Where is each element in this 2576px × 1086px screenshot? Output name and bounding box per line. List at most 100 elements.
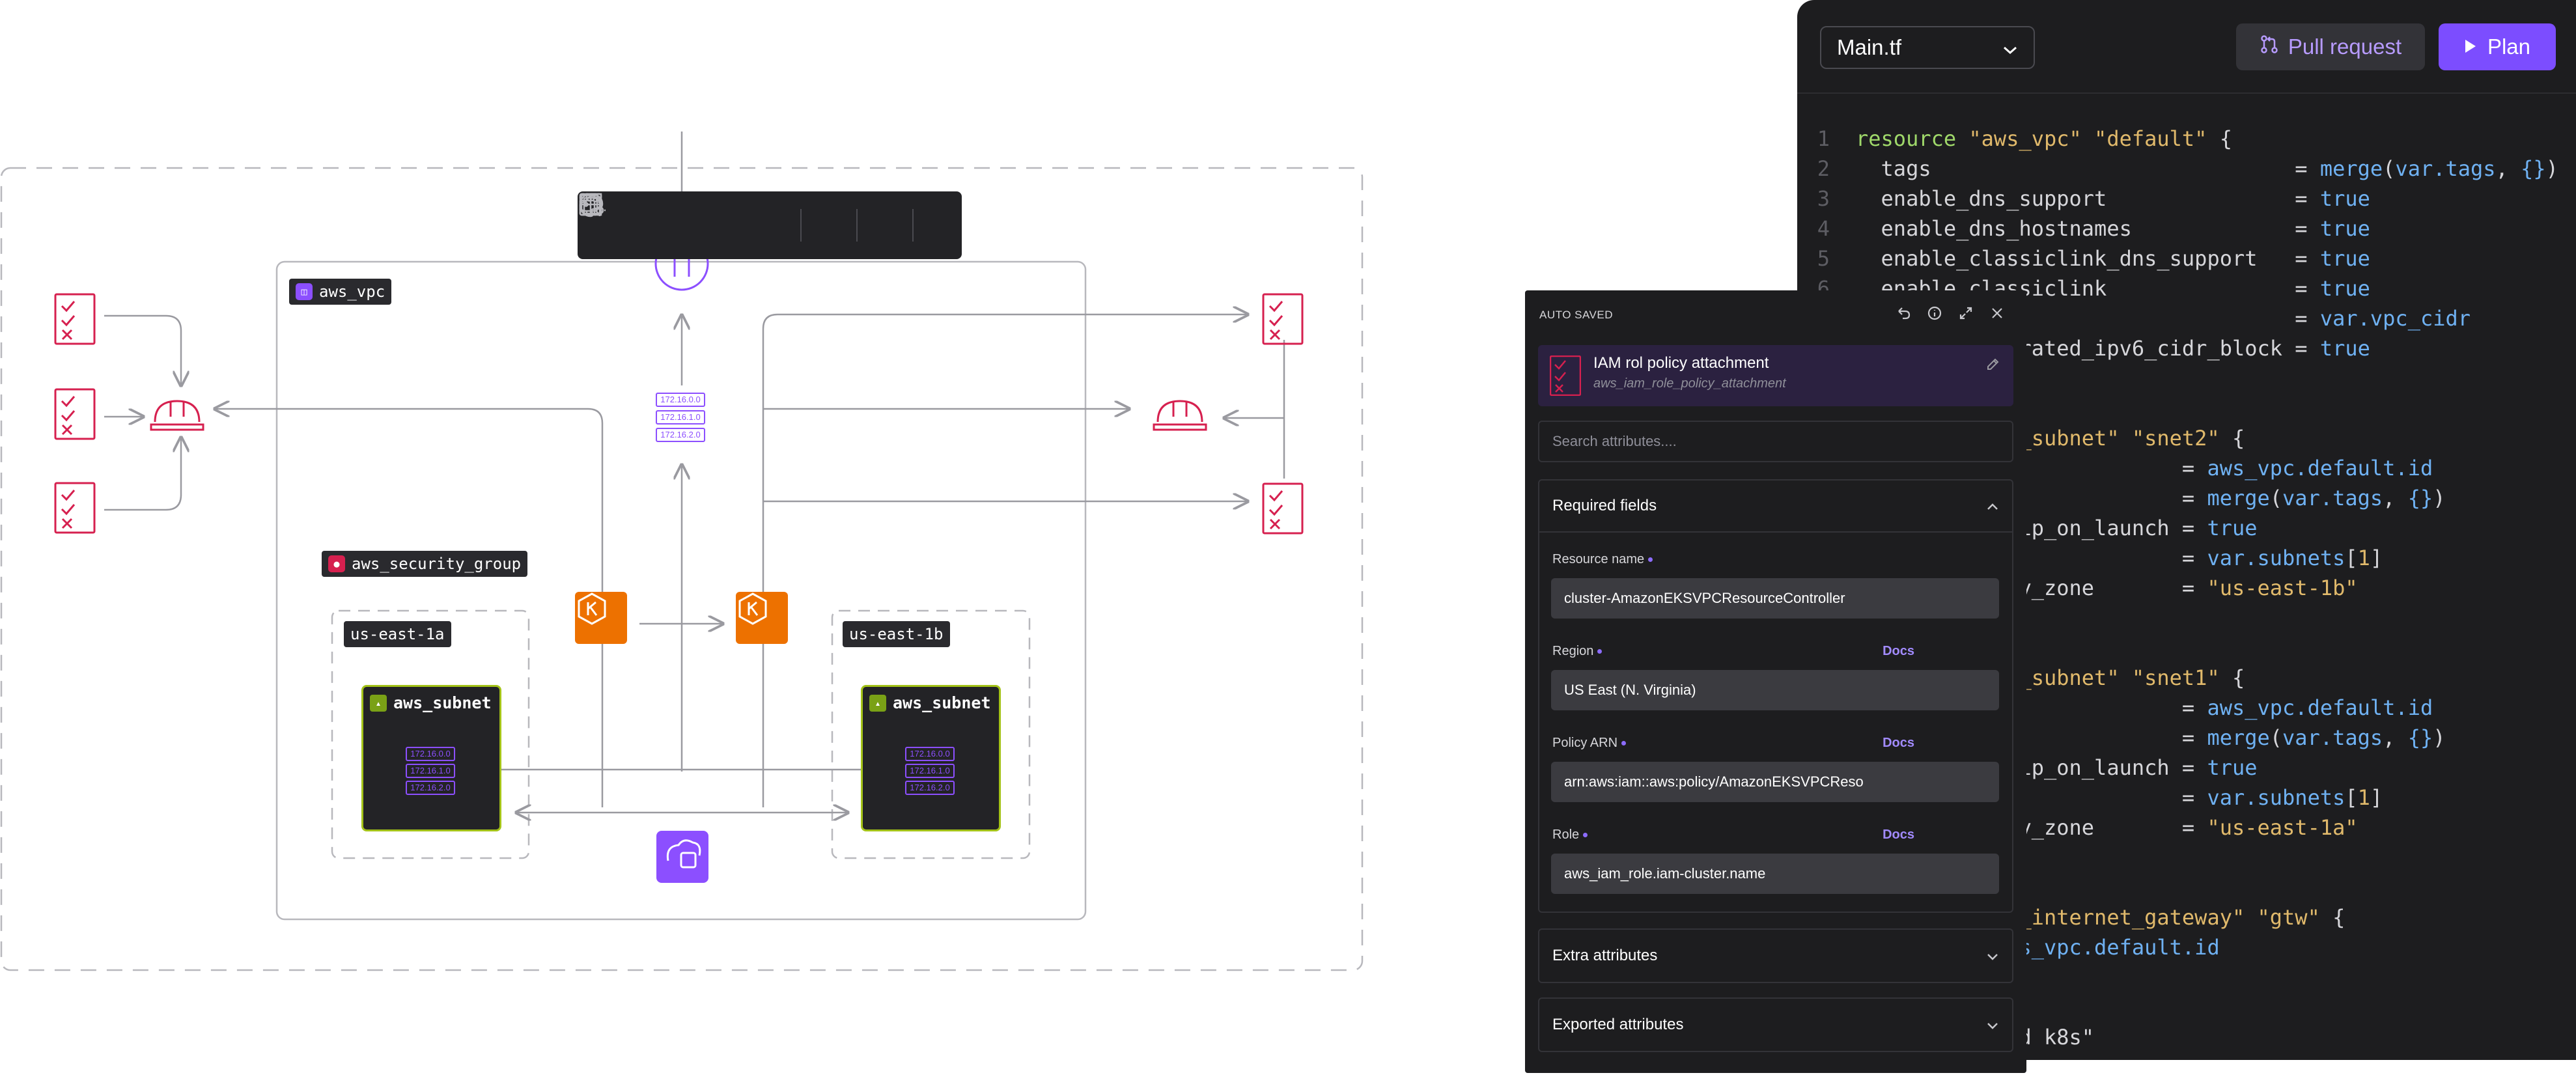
az-b-label: us-east-1b [849, 625, 944, 643]
vpc-icon: ◫ [296, 283, 313, 300]
required-dot-icon [1621, 741, 1627, 746]
duplicate-icon[interactable] [580, 194, 747, 251]
az-a-tag[interactable]: us-east-1a [344, 621, 451, 647]
plan-label: Plan [2487, 35, 2531, 59]
panel-actions [1895, 305, 2006, 322]
resource-title: IAM rol policy attachment [1593, 354, 1769, 372]
code-line[interactable]: 2 tags = merge(var.tags, {}) [1797, 154, 2558, 184]
line-number: 1 [1817, 126, 1830, 151]
subnet-a-node[interactable]: ▴aws_subnet 172.16.0.0 172.16.1.0 172.16… [361, 685, 501, 831]
subnet-a-label: aws_subnet [393, 693, 492, 712]
vpc-tag[interactable]: ◫ aws_vpc [289, 279, 392, 305]
checklist-icon [1550, 355, 1581, 396]
chevron-down-icon [2002, 35, 2018, 60]
exported-attributes-title: Exported attributes [1552, 1016, 1684, 1033]
bring-to-front-icon[interactable] [579, 193, 799, 251]
expand-icon[interactable] [1957, 305, 1974, 322]
diagram-canvas[interactable]: 172.16.0.0 172.16.1.0 172.16.2.0 ◫ aws_v… [0, 0, 1550, 1086]
required-fields-title: Required fields [1552, 497, 1657, 514]
resource-card[interactable]: IAM rol policy attachment aws_iam_role_p… [1538, 345, 2013, 406]
file-select[interactable]: Main.tf [1820, 26, 2035, 69]
line-number: 2 [1817, 156, 1830, 181]
info-icon[interactable] [1926, 305, 1943, 322]
region-select[interactable]: US East (N. Virginia) [1551, 670, 1999, 710]
cidr-block: 172.16.1.0 [656, 410, 705, 425]
cidr-block: 172.16.0.0 [406, 747, 455, 761]
line-text: enable_classiclink_dns_support = true [1856, 246, 2370, 271]
code-line[interactable]: 3 enable_dns_support = true [1797, 184, 2558, 214]
extra-attributes-section[interactable]: Extra attributes [1538, 928, 2013, 983]
required-dot-icon [1583, 833, 1588, 838]
exported-attributes-section[interactable]: Exported attributes [1538, 997, 2013, 1052]
diagram-connections [0, 132, 1364, 971]
required-dot-icon [1597, 649, 1603, 654]
toolbar-divider [856, 209, 858, 242]
line-text: enable_dns_hostnames = true [1856, 216, 2370, 241]
group-icon[interactable] [579, 193, 695, 251]
field-label-role: Role [1552, 828, 1588, 842]
line-text: tags = merge(var.tags, {}) [1856, 156, 2558, 181]
cidr-block: 172.16.0.0 [905, 747, 955, 761]
code-panel-header: Main.tf Pull request Plan [1797, 0, 2576, 94]
az-a-label: us-east-1a [350, 625, 445, 643]
line-text: resource "aws_vpc" "default" { [1856, 126, 2232, 151]
eks-cluster-icon[interactable] [736, 592, 788, 644]
required-dot-icon [1648, 557, 1653, 563]
git-pull-request-icon [2260, 35, 2279, 59]
helmet-icon-left [150, 400, 204, 431]
az-b-box [831, 609, 1031, 859]
vpc-box [275, 260, 1087, 921]
policy-arn-docs-link[interactable]: Docs [1883, 736, 1914, 750]
field-label-resource-name: Resource name [1552, 552, 1653, 567]
close-icon[interactable] [1989, 305, 2006, 322]
subnet-icon: ▴ [869, 694, 886, 712]
code-line[interactable]: 1 resource "aws_vpc" "default" { [1797, 124, 2558, 154]
az-a-box [331, 609, 530, 859]
outer-frame [0, 167, 1364, 971]
line-number: 3 [1817, 186, 1830, 211]
cloud-settings-icon[interactable] [580, 195, 911, 251]
policy-arn-input[interactable]: arn:aws:iam::aws:policy/AmazonEKSVPCReso [1551, 762, 1999, 802]
line-number: 4 [1817, 216, 1830, 241]
plan-button[interactable]: Plan [2439, 23, 2556, 70]
node-toolbar [578, 191, 962, 259]
az-b-tag[interactable]: us-east-1b [843, 621, 950, 647]
undo-icon[interactable] [1895, 305, 1912, 322]
cloud-storage-icon [656, 831, 708, 883]
chevron-down-icon [1986, 947, 1999, 965]
cidr-block: 172.16.2.0 [406, 781, 455, 795]
play-icon [2464, 35, 2477, 59]
code-line[interactable]: 4 enable_dns_hostnames = true [1797, 214, 2558, 244]
eks-node-icon[interactable] [575, 592, 627, 644]
subnet-b-node[interactable]: ▴aws_subnet 172.16.0.0 172.16.1.0 172.16… [861, 685, 1001, 831]
cidr-block: 172.16.2.0 [905, 781, 955, 795]
resource-name-input[interactable]: cluster-AmazonEKSVPCResourceController [1551, 578, 1999, 619]
role-input[interactable]: aws_iam_role.iam-cluster.name [1551, 854, 1999, 894]
chevron-down-icon [1986, 1016, 1999, 1034]
autosave-status: AUTO SAVED [1539, 309, 1614, 321]
pull-request-button[interactable]: Pull request [2236, 23, 2425, 70]
line-text: enable_dns_support = true [1856, 186, 2370, 211]
resource-type: aws_iam_role_policy_attachment [1593, 376, 1786, 391]
vpc-label: aws_vpc [319, 283, 385, 301]
required-fields-section: Required fields Resource name cluster-Am… [1538, 479, 2013, 913]
palette-icon[interactable] [579, 193, 855, 251]
pull-request-label: Pull request [2288, 35, 2402, 59]
role-docs-link[interactable]: Docs [1883, 828, 1914, 842]
field-label-region: Region [1552, 644, 1603, 659]
cidr-block: 172.16.1.0 [905, 764, 955, 778]
chevron-up-icon [1986, 497, 1999, 515]
toolbar-divider [800, 209, 802, 242]
cidr-block: 172.16.2.0 [656, 428, 705, 442]
code-line[interactable]: 5 enable_classiclink_dns_support = true [1797, 244, 2558, 273]
security-group-tag[interactable]: ● aws_security_group [322, 551, 528, 577]
security-group-icon: ● [328, 555, 345, 572]
region-docs-link[interactable]: Docs [1883, 644, 1914, 658]
search-attributes-input[interactable]: Search attributes.... [1538, 421, 2013, 462]
edit-icon[interactable] [1986, 357, 2000, 374]
line-text: enable_classiclink = true [1856, 276, 2370, 301]
extra-attributes-title: Extra attributes [1552, 947, 1658, 964]
toolbar-divider [912, 209, 914, 242]
cidr-block: 172.16.0.0 [656, 393, 705, 407]
required-fields-header[interactable]: Required fields [1539, 480, 2012, 533]
